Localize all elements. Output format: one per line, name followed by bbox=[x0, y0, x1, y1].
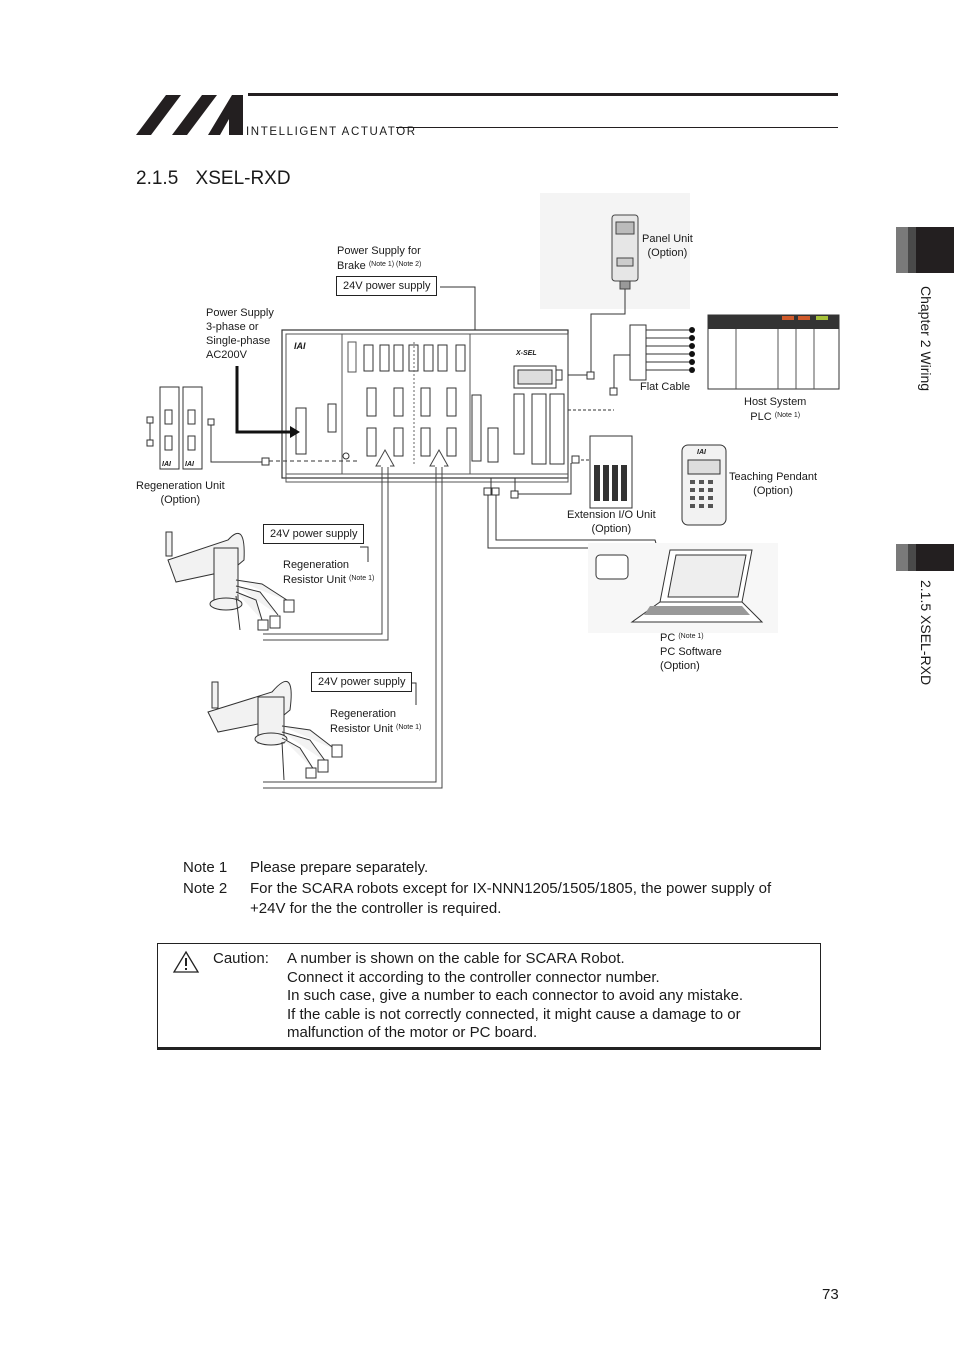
panel-unit-label: Panel Unit (Option) bbox=[642, 232, 693, 260]
main-power-line-4: AC200V bbox=[206, 349, 247, 361]
regen-unit-label: Regeneration Unit (Option) bbox=[136, 479, 225, 507]
controller-brand: X-SEL bbox=[516, 350, 537, 357]
note-2-text: For the SCARA robots except for IX-NNN12… bbox=[250, 880, 772, 897]
power-supply-brake-note: (Note 1) (Note 2) bbox=[368, 261, 422, 268]
pc-note: (Note 1) bbox=[678, 633, 704, 640]
caution-line-1: A number is shown on the cable for SCARA… bbox=[287, 950, 625, 967]
teaching-pendant-label: Teaching Pendant (Option) bbox=[729, 470, 817, 498]
note-2: Note 2 For the SCARA robots except for IX… bbox=[183, 879, 771, 899]
regen-resistor-1-line2: Resistor Unit (Note 1) bbox=[283, 572, 374, 587]
robot2-24v-power-supply-box: 24V power supply bbox=[311, 672, 413, 692]
pc-software-option: (Option) bbox=[660, 660, 700, 672]
caution-line-4: If the cable is not correctly connected,… bbox=[287, 1005, 741, 1023]
pc-line: PC (Note 1) bbox=[660, 630, 722, 645]
logo-text: INTELLIGENT ACTUATOR bbox=[246, 126, 417, 138]
regen-resistor-2-line1: Regeneration bbox=[330, 708, 397, 720]
regen-unit-name: Regeneration Unit bbox=[136, 480, 225, 492]
regen-resistor-1-line1: Regeneration bbox=[283, 559, 350, 571]
teaching-pendant-name: Teaching Pendant bbox=[729, 471, 818, 483]
note-1-text: Please prepare separately. bbox=[250, 859, 429, 876]
panel-unit-name: Panel Unit bbox=[642, 233, 693, 245]
main-power-line-2: 3-phase or bbox=[206, 321, 259, 333]
panel-unit-option: (Option) bbox=[647, 247, 688, 259]
main-power-line-1: Power Supply bbox=[206, 307, 274, 319]
regen-resistor-1-word: Resistor Unit bbox=[283, 574, 346, 586]
caution-line-5: malfunction of the motor or PC board. bbox=[287, 1024, 538, 1042]
section-number: 2.1.5 bbox=[136, 168, 179, 189]
note-1-label: Note 1 bbox=[183, 859, 228, 876]
brake-24v-power-supply-box: 24V power supply bbox=[336, 276, 438, 296]
regen-brand-2: IAI bbox=[185, 461, 194, 468]
warning-icon bbox=[172, 950, 200, 973]
plc-label: PLC (Note 1) bbox=[744, 409, 806, 424]
pc-software-name: PC Software bbox=[660, 646, 722, 658]
ext-io-name: Extension I/O Unit bbox=[567, 509, 656, 521]
pendant-brand: IAI bbox=[697, 449, 706, 456]
power-supply-brake-word: Brake bbox=[337, 260, 366, 272]
iai-logo bbox=[136, 95, 243, 135]
scara-robot-2 bbox=[207, 680, 337, 781]
caution-line-2: Connect it according to the controller c… bbox=[287, 968, 660, 986]
plc-note: (Note 1) bbox=[774, 412, 801, 419]
host-system-label: Host System PLC (Note 1) bbox=[744, 395, 806, 424]
note-1: Note 1 Please prepare separately. bbox=[183, 858, 428, 878]
pc-label: PC (Note 1) PC Software (Option) bbox=[660, 630, 722, 673]
caution-lines: A number is shown on the cable for SCARA… bbox=[287, 950, 743, 1043]
power-supply-brake-line2: Brake (Note 1) (Note 2) bbox=[337, 258, 421, 273]
main-power-line-3: Single-phase bbox=[206, 335, 271, 347]
controller-logo: IAI bbox=[294, 341, 306, 351]
regen-brand-1: IAI bbox=[162, 461, 171, 468]
side-tab-section-accent2 bbox=[908, 544, 916, 571]
section-name: XSEL-RXD bbox=[195, 168, 291, 189]
ext-io-option: (Option) bbox=[591, 523, 632, 535]
teaching-pendant-option: (Option) bbox=[753, 485, 793, 497]
side-tab-chapter-accent bbox=[896, 227, 908, 273]
scara-robot-1 bbox=[165, 531, 291, 631]
flat-cable-connector bbox=[629, 324, 647, 381]
flat-cable-label: Flat Cable bbox=[640, 381, 691, 393]
caution-label: Caution: bbox=[213, 950, 269, 967]
robot1-24v-power-supply-box: 24V power supply bbox=[263, 524, 365, 544]
caution-line-3: In such case, give a number to each conn… bbox=[287, 987, 744, 1005]
plc-name: PLC bbox=[750, 411, 772, 423]
header-rule-thick bbox=[248, 93, 838, 96]
power-supply-brake-line1: Power Supply for bbox=[337, 245, 421, 257]
regen-unit-2 bbox=[182, 386, 203, 470]
regen-resistor-2-label: Regeneration Resistor Unit (Note 1) bbox=[330, 707, 421, 736]
page-number: 73 bbox=[822, 1286, 839, 1303]
header-rule-thin bbox=[396, 127, 838, 128]
side-tab-chapter-label: Chapter 2 Wiring bbox=[918, 286, 934, 392]
pc-adapter bbox=[595, 554, 629, 580]
regen-unit-option: (Option) bbox=[160, 494, 201, 506]
wiring-diagram bbox=[146, 193, 840, 789]
host-system-name: Host System bbox=[744, 396, 807, 408]
regen-unit-1 bbox=[159, 386, 180, 470]
regen-resistor-2-line2: Resistor Unit (Note 1) bbox=[330, 721, 421, 736]
side-tab-section-label: 2.1.5 XSEL-RXD bbox=[918, 580, 934, 686]
ext-io-label: Extension I/O Unit (Option) bbox=[567, 508, 656, 536]
section-title: 2.1.5 XSEL-RXD bbox=[136, 168, 291, 190]
side-tab-chapter bbox=[916, 227, 954, 273]
main-power-supply-label: Power Supply 3-phase or Single-phase AC2… bbox=[206, 306, 274, 362]
side-tab-chapter-accent2 bbox=[908, 227, 916, 273]
regen-resistor-1-label: Regeneration Resistor Unit (Note 1) bbox=[283, 558, 374, 587]
side-tab-section-accent bbox=[896, 544, 908, 571]
pc-name: PC bbox=[660, 632, 676, 644]
power-supply-brake-label: Power Supply for Brake (Note 1) (Note 2) bbox=[337, 244, 421, 273]
regen-resistor-2-word: Resistor Unit bbox=[330, 723, 393, 735]
note-2-label: Note 2 bbox=[183, 880, 228, 897]
regen-resistor-1-note: (Note 1) bbox=[349, 575, 375, 582]
note-2-continued: +24V for the the controller is required. bbox=[250, 900, 502, 917]
side-tab-section bbox=[916, 544, 954, 571]
caution-box: Caution: A number is shown on the cable … bbox=[157, 943, 821, 1048]
regen-resistor-2-note: (Note 1) bbox=[396, 724, 422, 731]
